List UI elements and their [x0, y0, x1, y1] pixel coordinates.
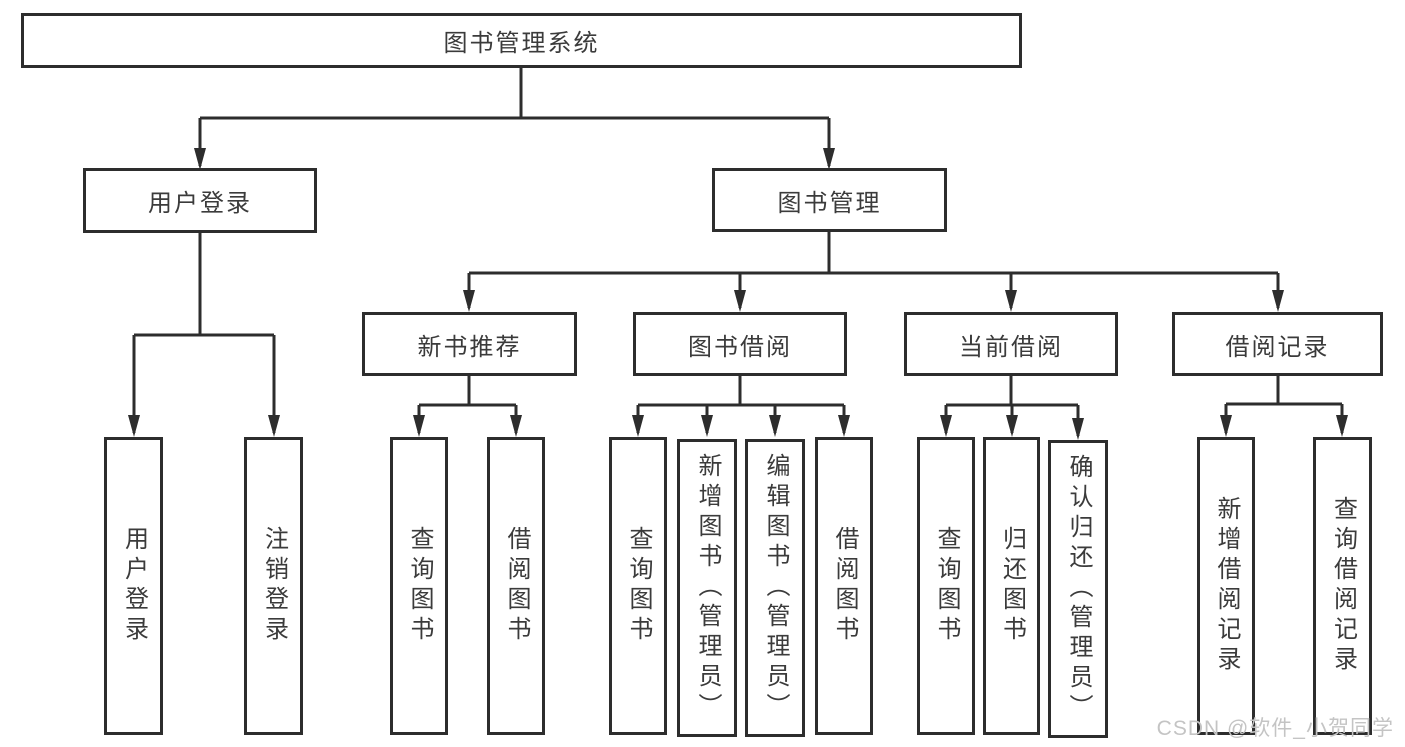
node-user-login: 用户登录 [83, 168, 317, 233]
leaf-current-query-books: 查询图书 [917, 437, 975, 735]
node-library-system: 图书管理系统 [21, 13, 1022, 68]
node-book-management: 图书管理 [712, 168, 947, 232]
node-new-book-recommend: 新书推荐 [362, 312, 577, 376]
leaf-current-return-books: 归还图书 [983, 437, 1040, 735]
leaf-borrow-query-books: 查询图书 [609, 437, 667, 735]
leaf-records-query-record: 查询借阅记录 [1313, 437, 1372, 735]
leaf-recommend-borrow-books: 借阅图书 [487, 437, 545, 735]
node-borrow-records: 借阅记录 [1172, 312, 1383, 376]
node-current-borrow: 当前借阅 [904, 312, 1118, 376]
leaf-user-login: 用户登录 [104, 437, 163, 735]
leaf-borrow-edit-books-admin: 编辑图书（管理员） [745, 439, 805, 737]
leaf-recommend-query-books: 查询图书 [390, 437, 448, 735]
leaf-logout-login: 注销登录 [244, 437, 303, 735]
leaf-borrow-add-books-admin: 新增图书（管理员） [677, 439, 737, 737]
leaf-borrow-borrow-books: 借阅图书 [815, 437, 873, 735]
leaf-current-confirm-return-admin: 确认归还（管理员） [1048, 440, 1108, 738]
node-book-borrow: 图书借阅 [633, 312, 847, 376]
leaf-records-add-record: 新增借阅记录 [1197, 437, 1255, 735]
csdn-watermark: CSDN @软件_小贺同学 [1156, 717, 1394, 740]
